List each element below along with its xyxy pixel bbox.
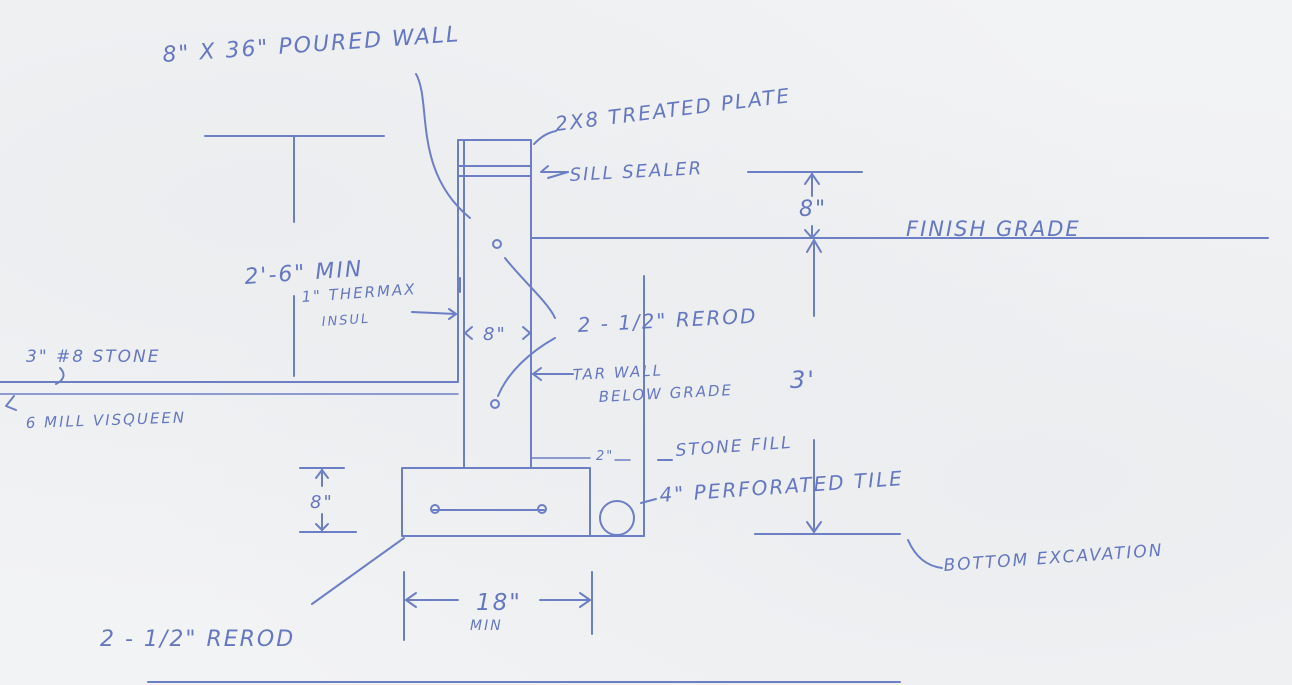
label-fill-depth: 2": [596, 449, 614, 464]
label-poured-wall: 8" X 36" POURED WALL: [162, 22, 461, 68]
wall-thickness-dimension: [464, 326, 531, 340]
above-grade-dimension: [747, 171, 863, 239]
label-footing-width: 18": [476, 590, 522, 616]
leader-lines: [5, 73, 943, 605]
label-footing-height: 8": [310, 492, 334, 513]
footing: [401, 467, 591, 537]
label-thermax-line2: INSUL: [321, 312, 371, 330]
label-footing-rerod: 2 - 1/2" REROD: [100, 627, 295, 652]
label-sill-sealer: SILL SEALER: [569, 158, 703, 186]
label-wall-rerod: 2 - 1/2" REROD: [577, 304, 758, 337]
label-stone-fill: STONE FILL: [675, 433, 793, 461]
wall-rebar: [490, 239, 502, 409]
label-perforated-tile: 4" PERFORATED TILE: [659, 466, 905, 507]
label-depth: 3': [790, 366, 816, 394]
annotation-labels: 8" X 36" POURED WALL 2X8 TREATED PLATE S…: [26, 22, 1165, 652]
label-finish-grade: FINISH GRADE: [906, 217, 1081, 241]
label-treated-plate: 2X8 TREATED PLATE: [554, 83, 793, 136]
poured-wall: [0, 139, 532, 469]
label-stone: 3" #8 STONE: [26, 347, 161, 367]
label-footing-width-min: MIN: [470, 618, 503, 634]
label-wall-thickness: 8": [483, 324, 507, 345]
label-bottom-excavation: BOTTOM EXCAVATION: [943, 541, 1164, 576]
label-above-grade: 8": [799, 197, 827, 222]
label-visqueen: 6 MILL VISQUEEN: [26, 408, 187, 432]
perforated-tile-icon: [599, 500, 635, 536]
footing-width-dimension: [403, 571, 593, 641]
label-tar-wall-line2: BELOW GRADE: [598, 381, 733, 406]
label-tar-wall-line1: TAR WALL: [572, 361, 663, 384]
depth-dimension: [806, 239, 822, 533]
min-height-dimension: [204, 135, 385, 377]
footing-height-dimension: [299, 467, 357, 533]
